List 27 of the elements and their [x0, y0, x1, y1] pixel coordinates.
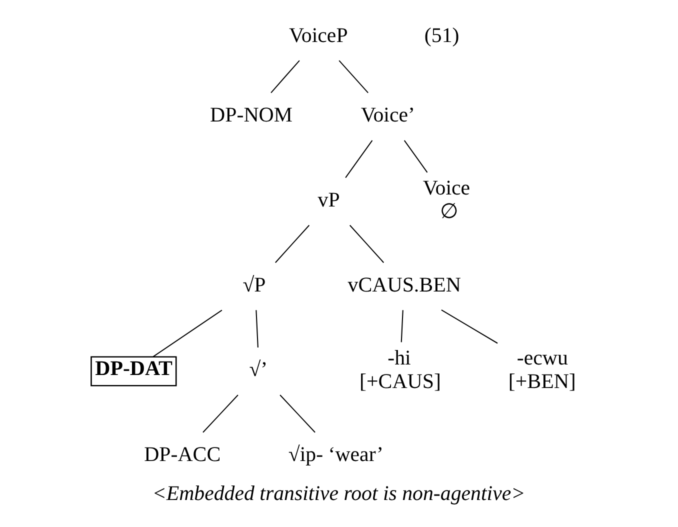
node-text: VoiceP [289, 22, 348, 47]
connector [441, 309, 498, 344]
node-text: vCAUS.BEN [348, 272, 461, 296]
node-text: √ip- ‘wear’ [288, 442, 384, 466]
label: (51) [424, 22, 460, 47]
node-text: DP-ACC [144, 442, 221, 466]
node-text: vP [318, 187, 340, 212]
connector [280, 394, 316, 433]
node-text: DP-NOM [210, 102, 292, 127]
caption: <Embedded transitive root is non-agentive> [152, 481, 526, 506]
node-text: -hi [+CAUS] [360, 345, 441, 393]
connector [202, 394, 238, 433]
connector [256, 310, 258, 348]
node-text: √P [242, 272, 266, 296]
connector [404, 140, 428, 173]
connector [345, 140, 373, 178]
connector [349, 224, 384, 263]
node-box: DP-DAT [90, 356, 177, 386]
node-text: -ecwu [+BEN] [508, 345, 576, 393]
connector [270, 60, 300, 94]
connector [152, 310, 222, 358]
node-text: Voice ∅ [422, 176, 470, 224]
node-text: √’ [249, 357, 268, 382]
connector [338, 60, 368, 94]
connector [275, 224, 310, 263]
connector [400, 310, 404, 342]
node-text: Voice’ [360, 102, 415, 127]
